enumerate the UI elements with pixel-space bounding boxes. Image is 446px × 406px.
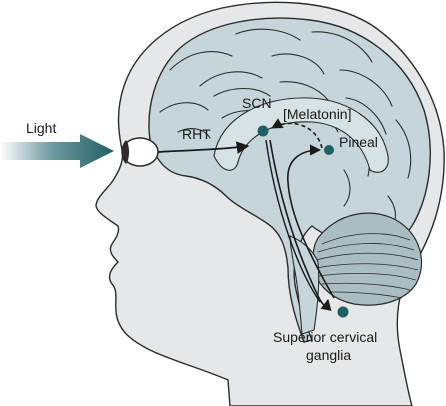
scn-label: SCN xyxy=(242,95,272,111)
scn-to-ganglia-pathway xyxy=(269,139,332,311)
ganglia-label-line2: ganglia xyxy=(306,347,351,363)
light-label: Light xyxy=(26,120,56,136)
cerebellum xyxy=(312,212,423,306)
light-arrow xyxy=(0,134,114,168)
cerebellum-folia xyxy=(315,233,419,299)
scn-node xyxy=(257,125,269,137)
ganglia-to-pineal-pathway xyxy=(287,144,335,299)
corpus-callosum-outline xyxy=(213,97,389,173)
rht-label: RHT xyxy=(182,126,211,142)
pineal-node xyxy=(324,145,334,155)
scn-descending-line xyxy=(265,139,321,303)
brainstem xyxy=(289,235,320,335)
pineal-label: Pineal xyxy=(339,134,378,150)
ganglia-label-line1: Superior cervical xyxy=(273,329,377,345)
melatonin-label: [Melatonin] xyxy=(283,106,351,122)
melatonin-feedback-arrow xyxy=(271,118,323,149)
ganglia-node xyxy=(337,306,349,318)
eye xyxy=(121,137,159,167)
rht-pathway xyxy=(157,141,250,154)
brain-cerebrum xyxy=(148,17,431,343)
